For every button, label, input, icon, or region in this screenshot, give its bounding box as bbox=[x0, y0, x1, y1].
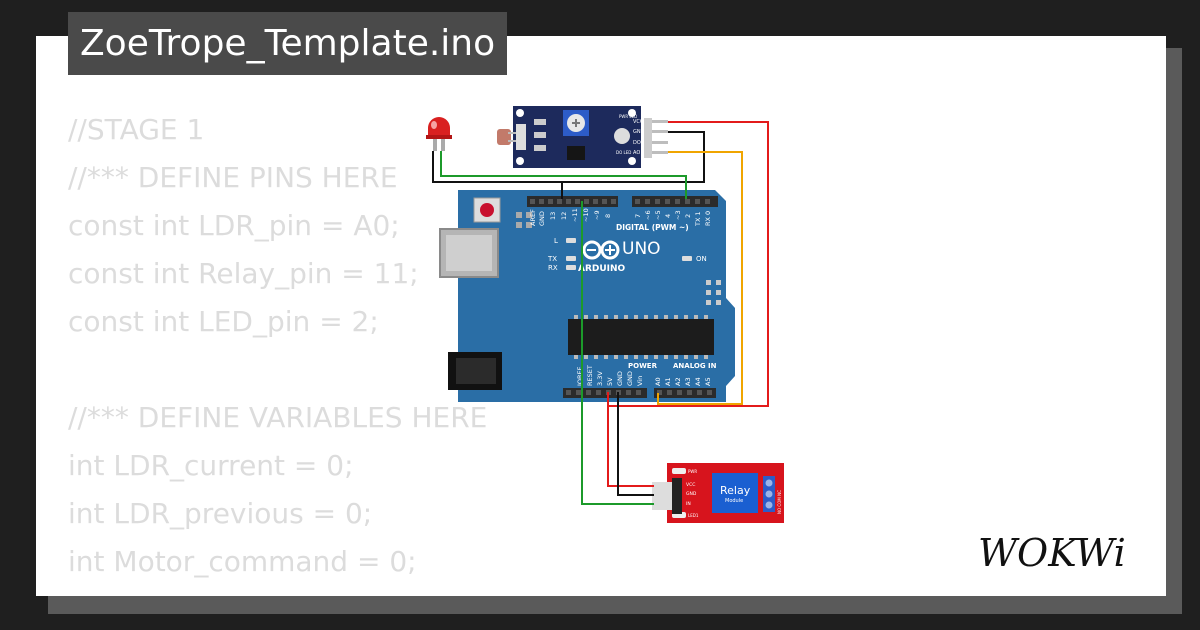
board-brand-label: ARDUINO bbox=[578, 264, 626, 274]
pin-label: 7 bbox=[634, 214, 642, 218]
power-header bbox=[563, 388, 647, 398]
svg-text:GND: GND bbox=[686, 491, 697, 497]
comparator-chip bbox=[567, 146, 585, 160]
pin-label: 8 bbox=[604, 214, 612, 218]
pin-label: A3 bbox=[684, 377, 692, 386]
pin-label: 4 bbox=[664, 214, 672, 218]
led-tx bbox=[566, 256, 576, 261]
led-l bbox=[566, 238, 576, 243]
wire-green-led bbox=[440, 151, 687, 199]
svg-text:Relay: Relay bbox=[720, 484, 751, 497]
wire-red-relay-vcc bbox=[607, 392, 654, 487]
ldr-pin-header bbox=[644, 118, 652, 158]
code-line: //*** DEFINE PINS HERE bbox=[68, 161, 398, 194]
wire-green-relay-in bbox=[581, 201, 654, 505]
wire-black-ldr-gnd bbox=[561, 131, 705, 199]
digital-header-label: DIGITAL (PWM ~) bbox=[616, 223, 689, 232]
code-line: const int LED_pin = 2; bbox=[68, 305, 379, 338]
red-led[interactable] bbox=[426, 117, 452, 151]
ldr-sensor-module[interactable]: PWR LED DO LED VCC GND DO AO bbox=[497, 106, 668, 168]
svg-text:VCC: VCC bbox=[686, 482, 695, 488]
analog-header bbox=[654, 388, 716, 398]
digital-header-left bbox=[527, 196, 618, 207]
pin-label: A5 bbox=[704, 377, 712, 386]
svg-text:LED1: LED1 bbox=[688, 513, 699, 518]
pin-label: Vin bbox=[636, 376, 644, 386]
pin-label: ~10 bbox=[582, 208, 590, 222]
svg-text:Module: Module bbox=[725, 498, 743, 504]
wokwi-logo: WOKWi bbox=[978, 531, 1126, 575]
do-led bbox=[614, 128, 630, 144]
pin-label: GND bbox=[626, 371, 634, 386]
wokwi-logo-text: WOKWi bbox=[978, 531, 1126, 575]
code-line: int Motor_command = 0; bbox=[68, 545, 417, 578]
pin-label: GND bbox=[616, 371, 624, 386]
wire-black-relay-gnd bbox=[617, 392, 654, 496]
pin-label: IOREF bbox=[576, 366, 584, 386]
svg-text:L: L bbox=[554, 237, 558, 245]
circuit-diagram: AREF GND 13 12 ~11 ~10 ~9 8 7 ~6 ~5 4 ~3… bbox=[426, 106, 784, 523]
board-model-label: UNO bbox=[622, 239, 661, 259]
pin-label: ~9 bbox=[593, 210, 601, 220]
svg-text:AO: AO bbox=[633, 150, 640, 156]
pin-label: ~3 bbox=[674, 210, 682, 220]
pin-label: GND bbox=[538, 211, 546, 226]
pin-label: 12 bbox=[560, 212, 568, 220]
code-line: //*** DEFINE VARIABLES HERE bbox=[68, 401, 488, 434]
code-line: const int Relay_pin = 11; bbox=[68, 257, 419, 290]
code-line: const int LDR_pin = A0; bbox=[68, 209, 400, 242]
analog-header-label: ANALOG IN bbox=[673, 362, 717, 370]
svg-text:RX: RX bbox=[548, 264, 558, 272]
wire-orange-ldr-ao bbox=[657, 151, 743, 405]
led-rx bbox=[566, 265, 576, 270]
pin-label: A1 bbox=[664, 377, 672, 386]
photoresistor bbox=[497, 129, 511, 145]
code-line: int LDR_current = 0; bbox=[68, 449, 354, 482]
pin-label: A0 bbox=[654, 377, 662, 386]
pin-label: 13 bbox=[549, 212, 557, 220]
power-header-label: POWER bbox=[628, 362, 658, 370]
wires bbox=[432, 121, 769, 505]
pin-label: A2 bbox=[674, 377, 682, 386]
svg-text:IN: IN bbox=[686, 501, 691, 507]
svg-text:DO LED: DO LED bbox=[616, 150, 631, 155]
arduino-uno-board[interactable]: AREF GND 13 12 ~11 ~10 ~9 8 7 ~6 ~5 4 ~3… bbox=[439, 190, 735, 402]
relay-module[interactable]: PWR LED1 VCC GND IN Relay Module NO COM … bbox=[652, 463, 784, 523]
pin-label: RX 0 bbox=[704, 211, 712, 226]
svg-text:GND: GND bbox=[633, 129, 645, 135]
pin-label: ~5 bbox=[654, 210, 662, 220]
led-on bbox=[682, 256, 692, 261]
project-title: ZoeTrope_Template.ino bbox=[68, 12, 508, 75]
relay-body bbox=[712, 473, 758, 513]
pin-label: AREF bbox=[529, 209, 537, 226]
svg-text:VCC: VCC bbox=[633, 119, 644, 125]
svg-text:NO COM NC: NO COM NC bbox=[777, 490, 782, 514]
svg-text:PWR: PWR bbox=[688, 469, 697, 474]
pin-label: RESET bbox=[586, 365, 594, 386]
pin-label: A4 bbox=[694, 377, 702, 386]
code-preview: //STAGE 1 //*** DEFINE PINS HERE const int… bbox=[68, 106, 487, 586]
svg-text:ON: ON bbox=[696, 255, 707, 263]
pin-label: ~11 bbox=[571, 208, 579, 222]
icsp-header-right bbox=[706, 280, 721, 305]
pin-label: 3.3V bbox=[596, 371, 604, 386]
pin-label: 2 bbox=[684, 214, 692, 218]
svg-text:PWR LED: PWR LED bbox=[619, 114, 637, 119]
pin-label: 5V bbox=[606, 377, 614, 386]
arduino-logo-icon bbox=[582, 240, 620, 260]
code-line: int LDR_previous = 0; bbox=[68, 497, 373, 530]
atmega-chip bbox=[568, 319, 714, 355]
pin-label: TX 1 bbox=[694, 211, 702, 227]
svg-text:TX: TX bbox=[547, 255, 557, 263]
project-preview-card: //STAGE 1 //*** DEFINE PINS HERE const int… bbox=[36, 36, 1166, 596]
pin-label: ~6 bbox=[644, 210, 652, 220]
icsp-header-top bbox=[516, 212, 532, 228]
wire-black-led bbox=[432, 151, 562, 183]
svg-text:DO: DO bbox=[633, 140, 641, 146]
code-line: //STAGE 1 bbox=[68, 113, 205, 146]
